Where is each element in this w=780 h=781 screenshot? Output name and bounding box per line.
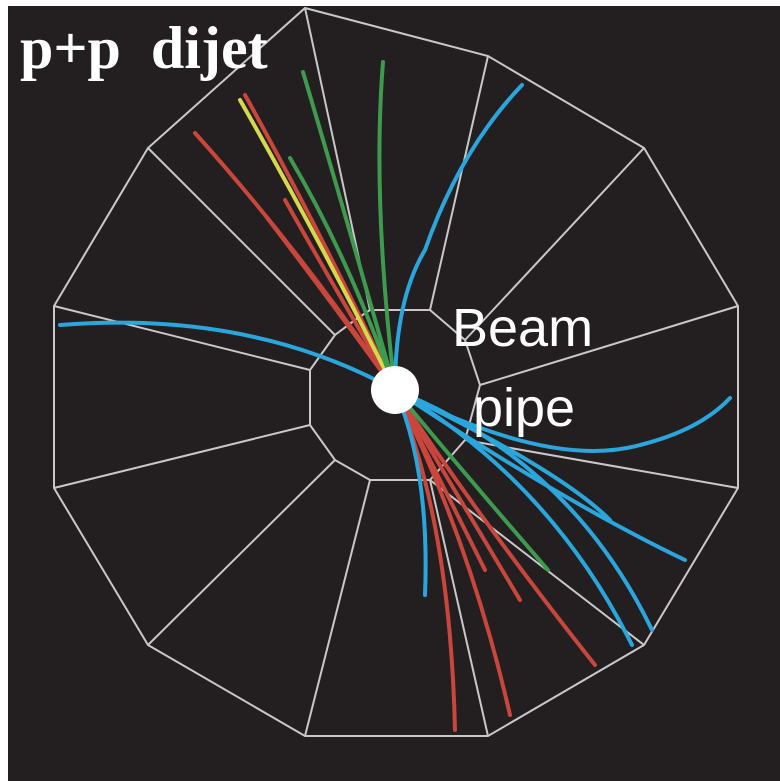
particle-track-red [393,388,487,572]
detector-spoke [304,479,371,737]
particle-track-yellow [238,98,397,392]
particle-track-blue [393,388,687,562]
detector-spoke [147,147,336,336]
plot-title: p+p dijet [20,15,268,81]
detector-outline [53,6,739,737]
particle-track-red [263,213,397,392]
particle-track-red [393,388,522,602]
particle-track-blue [58,320,397,392]
beam-pipe-label-line1: Beam [452,298,594,358]
particle-track-green [301,70,397,392]
particle-track-green [393,388,550,572]
detector-spoke [429,55,489,311]
detector-spoke [479,305,739,386]
particle-track-red [393,388,597,667]
beam-pipe-label-line2: pipe [473,378,576,438]
detector-spoke [53,424,311,489]
particle-track-blue [393,388,732,453]
particle-track-blue [393,83,524,392]
detector-spoke [464,147,645,341]
detector-spoke [53,305,311,371]
particle-tracks [58,60,732,732]
particle-track-red [283,198,397,392]
detector-spoke [429,479,489,737]
beam-pipe-circle [371,366,419,414]
particle-track-green [377,60,397,392]
detector-spoke [147,459,336,646]
particle-track-green [288,156,397,392]
